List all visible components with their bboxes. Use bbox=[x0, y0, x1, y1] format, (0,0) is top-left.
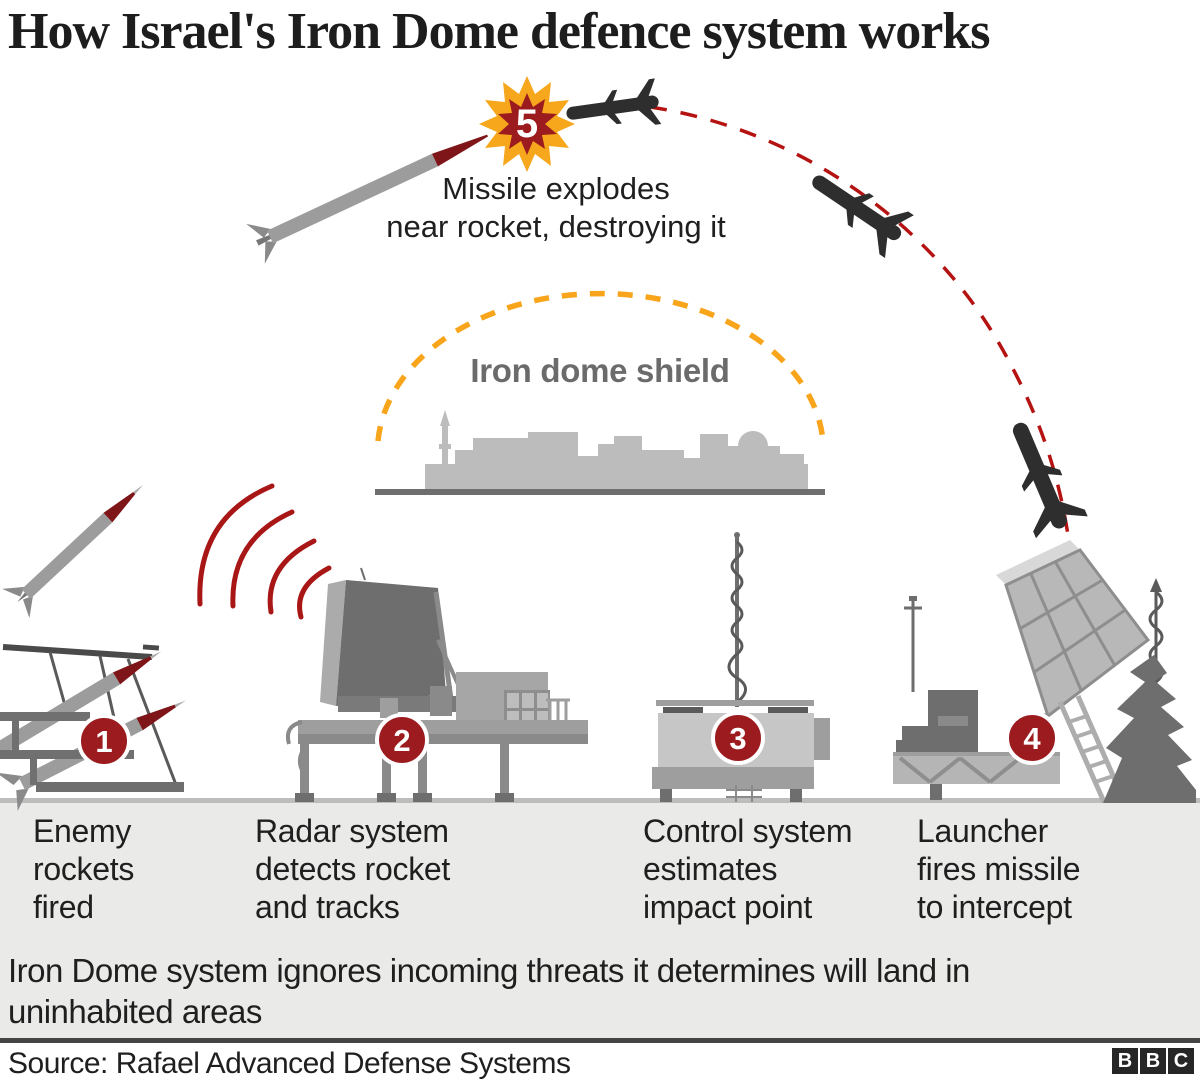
step-number-badge-5: 5 bbox=[515, 102, 539, 146]
interceptor-missile-icon bbox=[805, 161, 914, 258]
dome-shield-label: Iron dome shield bbox=[470, 352, 730, 389]
footer-note-line2: uninhabited areas bbox=[8, 993, 262, 1030]
source-credit: Source: Rafael Advanced Defense Systems bbox=[8, 1047, 571, 1080]
infographic-title: How Israel's Iron Dome defence system wo… bbox=[8, 3, 990, 60]
step-number-badge-3: 3 bbox=[711, 711, 765, 765]
explosion-caption-line1: Missile explodes bbox=[442, 171, 670, 206]
radar-waves-icon bbox=[197, 483, 332, 620]
footer-note: Iron Dome system ignores incoming threat… bbox=[8, 950, 1178, 1032]
enemy-rocket-icon bbox=[246, 134, 488, 264]
ground-illustration bbox=[0, 798, 1200, 1038]
caption-line: fires missile bbox=[917, 851, 1081, 887]
step-caption-1: Enemy rockets fired bbox=[33, 812, 134, 926]
caption-line: estimates bbox=[643, 851, 778, 887]
bbc-logo-letter: C bbox=[1168, 1048, 1194, 1074]
iron-dome-launcher-illustration bbox=[893, 540, 1196, 804]
step-caption-3: Control system estimates impact point bbox=[643, 812, 853, 926]
explosion-caption: Missile explodes near rocket, destroying… bbox=[336, 170, 776, 246]
caption-line: Launcher bbox=[917, 813, 1049, 849]
caption-line: and tracks bbox=[255, 889, 400, 925]
step-number-badge-2: 2 bbox=[375, 713, 429, 767]
caption-line: rockets bbox=[33, 851, 135, 887]
step-caption-4: Launcher fires missile to intercept bbox=[917, 812, 1081, 926]
bbc-logo-letter: B bbox=[1112, 1048, 1138, 1074]
caption-line: Control system bbox=[643, 813, 853, 849]
footer-note-line1: Iron Dome system ignores incoming threat… bbox=[8, 952, 970, 989]
explosion-icon bbox=[479, 76, 575, 172]
interceptor-missile-icon bbox=[570, 78, 662, 136]
caption-line: fired bbox=[33, 889, 94, 925]
caption-line: to intercept bbox=[917, 889, 1072, 925]
step-number-badge-1: 1 bbox=[77, 714, 131, 768]
explosion-caption-line2: near rocket, destroying it bbox=[386, 209, 726, 244]
caption-line: Radar system bbox=[255, 813, 449, 849]
dome-shield-arc bbox=[375, 290, 826, 442]
radar-unit-illustration bbox=[285, 567, 588, 802]
caption-line: impact point bbox=[643, 889, 812, 925]
bbc-logo-letter: B bbox=[1140, 1048, 1166, 1074]
caption-line: Enemy bbox=[33, 813, 132, 849]
city-skyline-illustration bbox=[375, 410, 825, 495]
caption-line: detects rocket bbox=[255, 851, 451, 887]
interceptor-missile-icon bbox=[995, 420, 1088, 539]
footer-divider bbox=[0, 1038, 1200, 1043]
step-caption-2: Radar system detects rocket and tracks bbox=[255, 812, 450, 926]
bbc-logo: B B C bbox=[1112, 1048, 1194, 1074]
step-number-badge-4: 4 bbox=[1005, 711, 1059, 765]
enemy-rocket-icon bbox=[2, 484, 144, 619]
